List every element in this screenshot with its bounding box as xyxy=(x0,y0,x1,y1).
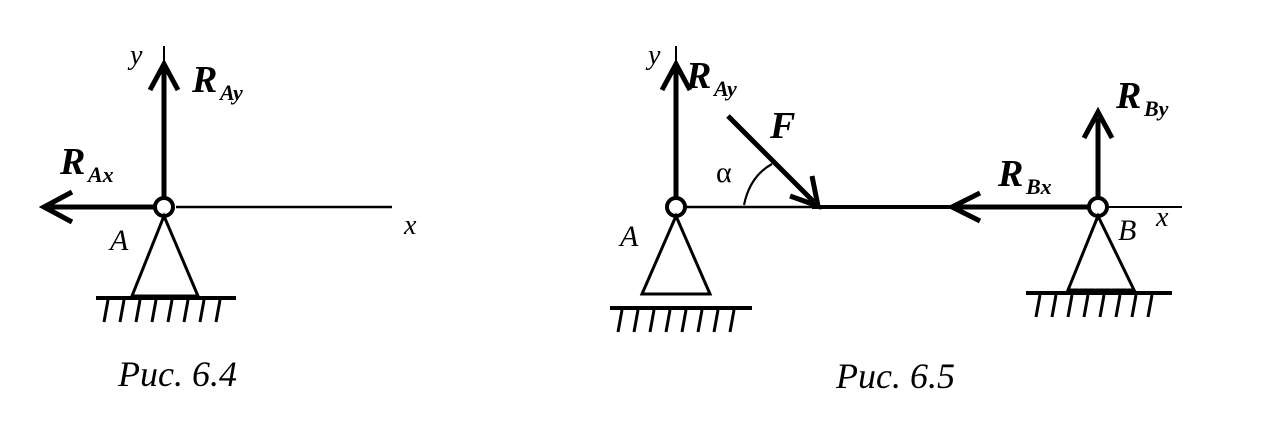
support-triangle-b xyxy=(1065,212,1137,292)
label-angle-alpha: α xyxy=(716,156,732,189)
figure-6-5: y x A B R Ay F α R Bx R By Рис. 6.5 xyxy=(610,40,1182,396)
caption-6-4: Рис. 6.4 xyxy=(117,354,237,394)
force-f-arrow xyxy=(726,114,816,204)
angle-arc xyxy=(742,163,773,206)
label-rax-main: R xyxy=(59,141,85,183)
caption-6-5: Рис. 6.5 xyxy=(835,356,955,396)
axis-label-y: y xyxy=(645,40,661,71)
figure-6-4: y x A R Ay R Ax Рис. 6.4 xyxy=(38,40,417,394)
axis-label-y: y xyxy=(127,40,143,71)
ground-hatch xyxy=(102,299,222,323)
point-label-b: B xyxy=(1118,214,1136,247)
force-ray-arrowhead xyxy=(659,58,693,92)
support-triangle-a xyxy=(129,212,201,298)
force-f-arrowhead xyxy=(789,175,822,210)
label-rax-sub: Ax xyxy=(86,162,114,187)
ground-hatch-a xyxy=(616,309,736,333)
support-triangle-a xyxy=(639,212,713,296)
label-rby-sub: By xyxy=(1143,96,1169,121)
point-label-a: A xyxy=(108,224,129,257)
label-ray-sub: Ay xyxy=(712,76,737,101)
force-rbx-arrowhead xyxy=(946,190,982,224)
ground-hatch-b xyxy=(1034,294,1154,318)
force-ray-arrowhead xyxy=(147,58,181,92)
label-ray-sub: Ay xyxy=(218,80,243,105)
force-rby-arrowhead xyxy=(1081,106,1115,140)
label-rby-main: R xyxy=(1115,75,1141,117)
label-ray-main: R xyxy=(191,59,217,101)
axis-label-x: x xyxy=(403,210,417,241)
label-rbx-sub: Bx xyxy=(1025,174,1052,199)
axis-label-x: x xyxy=(1155,202,1169,233)
label-ray-main: R xyxy=(685,55,711,97)
label-force-f: F xyxy=(769,105,795,147)
force-rax-arrowhead xyxy=(38,189,74,225)
point-label-a: A xyxy=(618,220,639,253)
label-rbx-main: R xyxy=(997,153,1023,195)
